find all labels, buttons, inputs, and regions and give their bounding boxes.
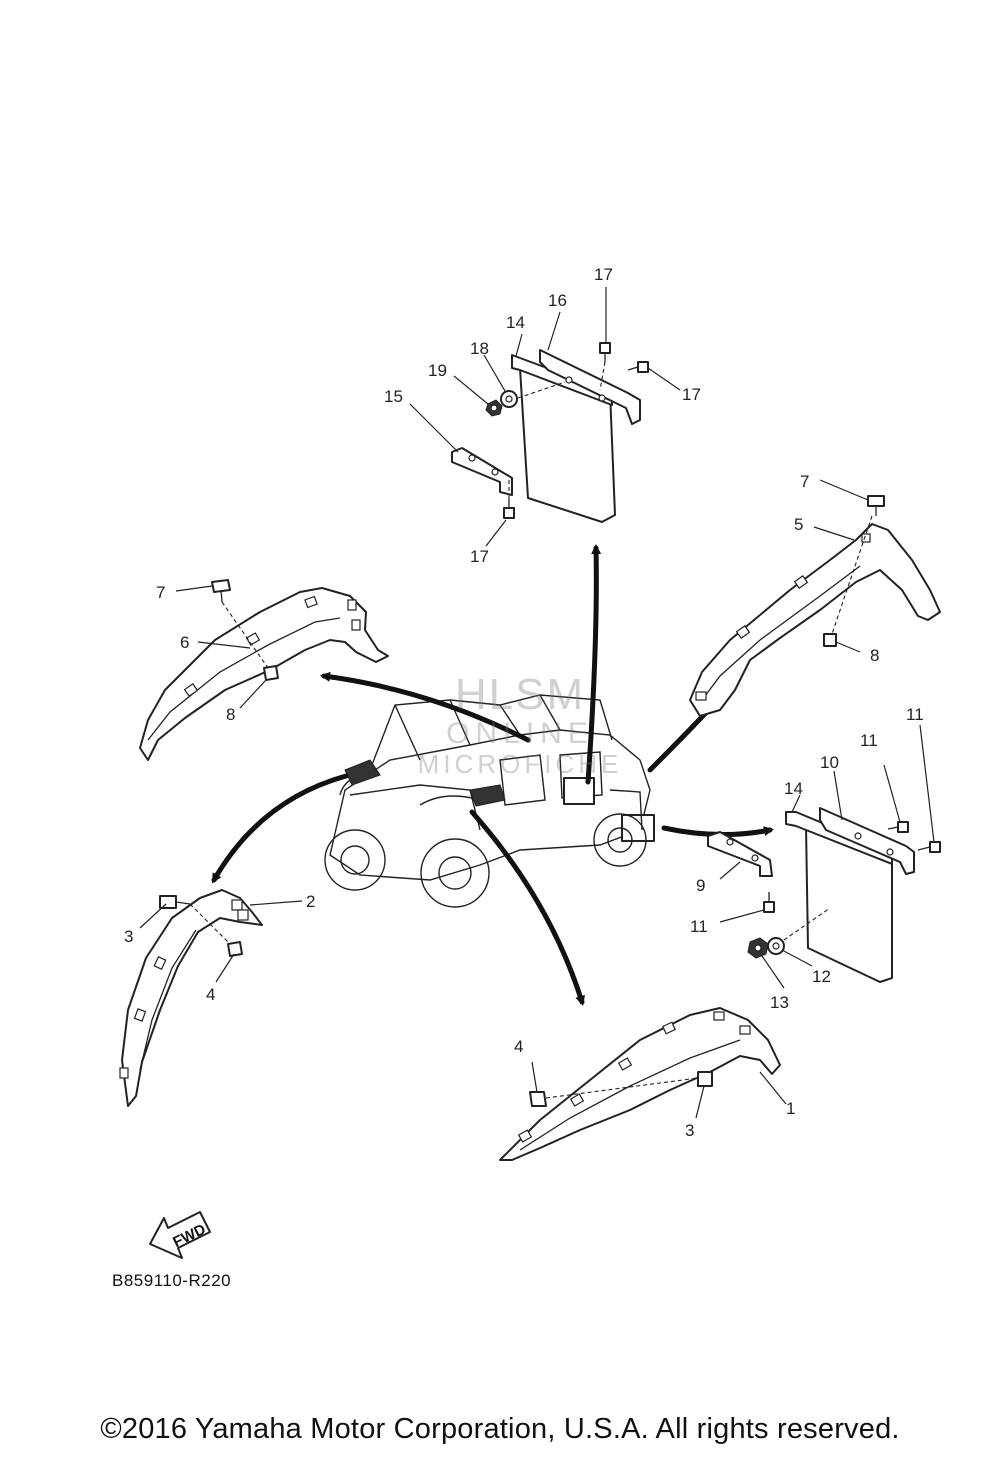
callout-9: 9 bbox=[696, 876, 705, 895]
callout-17: 17 bbox=[470, 547, 489, 566]
callout-13: 13 bbox=[770, 993, 789, 1012]
callout-11: 11 bbox=[860, 731, 878, 750]
callout-4: 4 bbox=[514, 1037, 523, 1056]
front-fender-right bbox=[499, 1007, 781, 1161]
callout-18: 18 bbox=[470, 339, 489, 358]
watermark: HLSM ONLINE MICROFICHE bbox=[380, 670, 660, 779]
callout-12: 12 bbox=[812, 967, 831, 986]
rear-fender-left bbox=[139, 579, 389, 761]
front-fender-left bbox=[119, 889, 263, 1107]
callout-7: 7 bbox=[156, 583, 165, 602]
watermark-line-1: HLSM bbox=[454, 670, 586, 719]
callout-2: 2 bbox=[306, 892, 315, 911]
callout-15: 15 bbox=[384, 387, 403, 406]
callout-11: 11 bbox=[690, 917, 708, 936]
callout-14: 14 bbox=[784, 779, 803, 798]
callout-16: 16 bbox=[548, 291, 567, 310]
callout-3: 3 bbox=[124, 927, 133, 946]
callout-8: 8 bbox=[226, 705, 235, 724]
callout-5: 5 bbox=[794, 515, 803, 534]
callout-3: 3 bbox=[685, 1121, 694, 1140]
watermark-line-3: MICROFICHE bbox=[417, 749, 623, 779]
callout-4: 4 bbox=[206, 985, 215, 1004]
mud-flap-right-assembly bbox=[707, 807, 941, 983]
pointer-arrows bbox=[211, 544, 774, 1006]
callout-8: 8 bbox=[870, 646, 879, 665]
leader-lines bbox=[139, 287, 935, 1119]
callout-10: 10 bbox=[820, 753, 839, 772]
rear-fender-right bbox=[689, 495, 941, 717]
callout-19: 19 bbox=[428, 361, 447, 380]
fwd-arrow: FWD bbox=[149, 1211, 211, 1259]
watermark-line-2: ONLINE bbox=[446, 717, 594, 750]
callout-labels: 1 2 3 3 4 4 5 6 7 7 8 8 9 10 11 11 11 12… bbox=[124, 265, 924, 1140]
mud-flap-top-assembly bbox=[451, 342, 649, 523]
callout-11: 11 bbox=[906, 705, 924, 724]
callout-17: 17 bbox=[682, 385, 701, 404]
vehicle-illustration bbox=[324, 694, 655, 908]
copyright-notice: ©2016 Yamaha Motor Corporation, U.S.A. A… bbox=[100, 1413, 900, 1445]
drawing-code: B859110-R220 bbox=[112, 1271, 232, 1290]
callout-7: 7 bbox=[800, 472, 809, 491]
callout-1: 1 bbox=[786, 1099, 795, 1118]
callout-6: 6 bbox=[180, 633, 189, 652]
callout-17: 17 bbox=[594, 265, 613, 284]
callout-14: 14 bbox=[506, 313, 525, 332]
